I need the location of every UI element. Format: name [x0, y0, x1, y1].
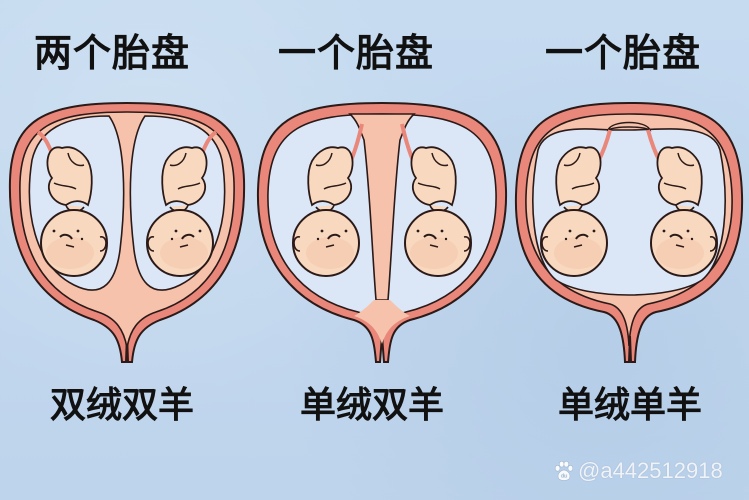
baidu-paw-icon: du: [554, 460, 574, 481]
panel-2-caption: 单绒双羊: [300, 385, 445, 426]
svg-text:du: du: [561, 473, 567, 479]
panel-2-illustration: [256, 101, 508, 363]
watermark: du @a442512918: [553, 458, 723, 484]
panel-3-title: 一个胎盘: [545, 31, 702, 75]
panel-3-caption: 单绒单羊: [558, 385, 703, 426]
panel-1-illustration: [8, 101, 246, 363]
panel-3-illustration: [514, 101, 744, 363]
panel-1-title: 两个胎盘: [34, 31, 191, 75]
panel-1-caption: 双绒双羊: [50, 385, 195, 426]
watermark-text: @a442512918: [578, 458, 723, 483]
panel-2-title: 一个胎盘: [278, 31, 435, 75]
